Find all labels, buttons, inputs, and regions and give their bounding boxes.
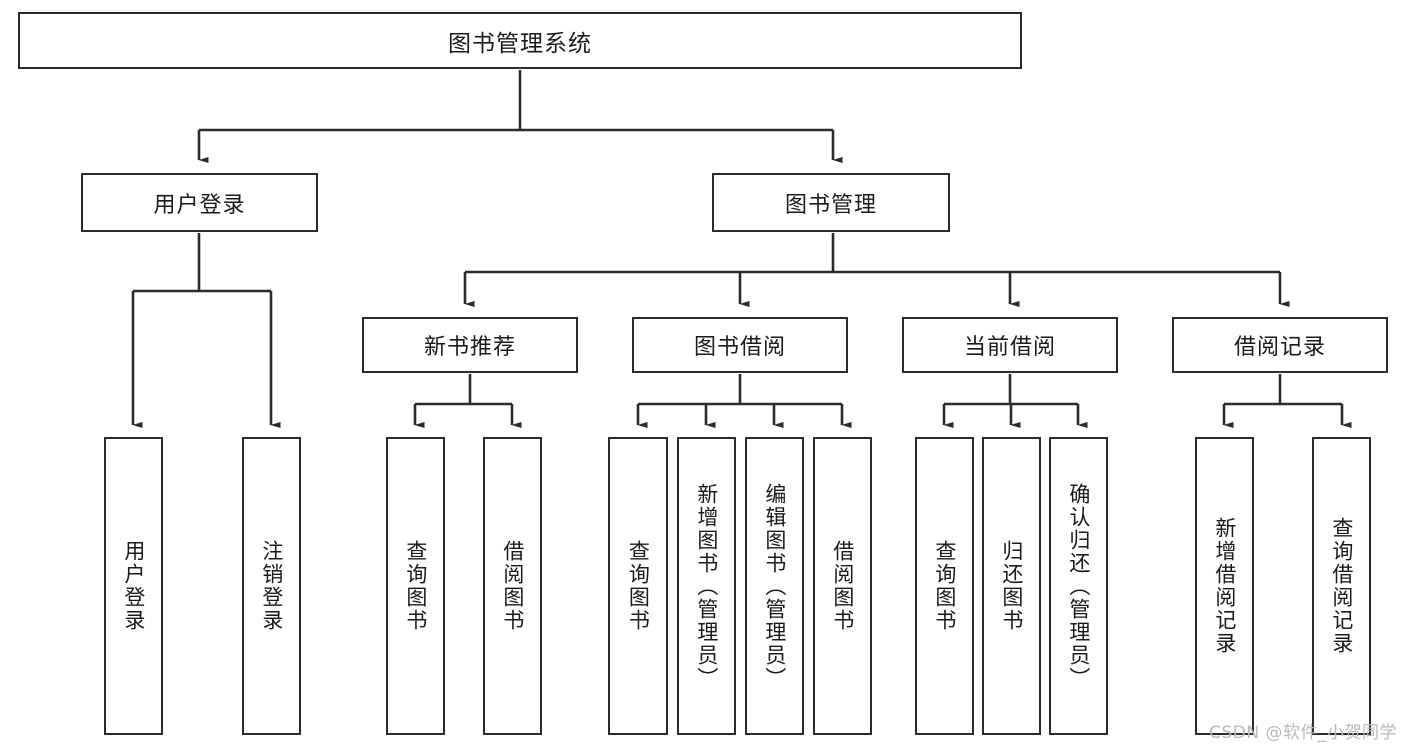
node-leaf-confirm-return[interactable]: 确认归还（管理员） — [1049, 437, 1108, 735]
node-label: 查询图书 — [403, 540, 428, 632]
node-label: 图书管理系统 — [448, 30, 592, 57]
node-book-borrow[interactable]: 图书借阅 — [632, 317, 848, 373]
node-leaf-query-book-1[interactable]: 查询图书 — [386, 437, 445, 735]
node-label: 用户登录 — [153, 192, 246, 218]
node-leaf-query-record[interactable]: 查询借阅记录 — [1312, 437, 1371, 735]
node-label: 归还图书 — [999, 540, 1024, 632]
node-label: 查询图书 — [932, 540, 957, 632]
node-label: 用户登录 — [121, 540, 146, 632]
node-leaf-return-book[interactable]: 归还图书 — [982, 437, 1041, 735]
node-label: 当前借阅 — [963, 335, 1056, 360]
node-leaf-edit-book[interactable]: 编辑图书（管理员） — [745, 437, 804, 735]
node-label: 图书借阅 — [693, 335, 786, 360]
node-label: 注销登录 — [259, 540, 284, 632]
node-label: 新增借阅记录 — [1212, 517, 1237, 655]
node-current-borrow[interactable]: 当前借阅 — [902, 317, 1118, 373]
node-leaf-query-book-3[interactable]: 查询图书 — [915, 437, 974, 735]
node-user-login[interactable]: 用户登录 — [81, 173, 318, 232]
node-label: 图书管理 — [784, 192, 877, 218]
node-label: 新书推荐 — [423, 335, 516, 360]
node-label: 借阅图书 — [830, 540, 855, 632]
node-leaf-logout-login[interactable]: 注销登录 — [242, 437, 301, 735]
node-label: 确认归还（管理员） — [1066, 482, 1091, 690]
node-new-book-recommend[interactable]: 新书推荐 — [362, 317, 578, 373]
node-root-system[interactable]: 图书管理系统 — [18, 12, 1022, 69]
node-leaf-add-book[interactable]: 新增图书（管理员） — [677, 437, 736, 735]
node-leaf-add-record[interactable]: 新增借阅记录 — [1195, 437, 1254, 735]
node-leaf-borrow-book-1[interactable]: 借阅图书 — [483, 437, 542, 735]
node-leaf-query-book-2[interactable]: 查询图书 — [608, 437, 668, 735]
node-leaf-user-login[interactable]: 用户登录 — [104, 437, 163, 735]
node-label: 查询图书 — [626, 540, 651, 632]
node-book-manage[interactable]: 图书管理 — [712, 173, 950, 232]
node-borrow-record[interactable]: 借阅记录 — [1172, 317, 1388, 373]
node-label: 借阅图书 — [500, 540, 525, 632]
node-label: 查询借阅记录 — [1329, 517, 1354, 655]
watermark-text: CSDN @软件_小贺同学 — [1209, 723, 1397, 743]
node-label: 新增图书（管理员） — [694, 482, 719, 690]
node-label: 编辑图书（管理员） — [762, 482, 787, 690]
node-label: 借阅记录 — [1233, 335, 1326, 360]
node-leaf-borrow-book-2[interactable]: 借阅图书 — [813, 437, 872, 735]
